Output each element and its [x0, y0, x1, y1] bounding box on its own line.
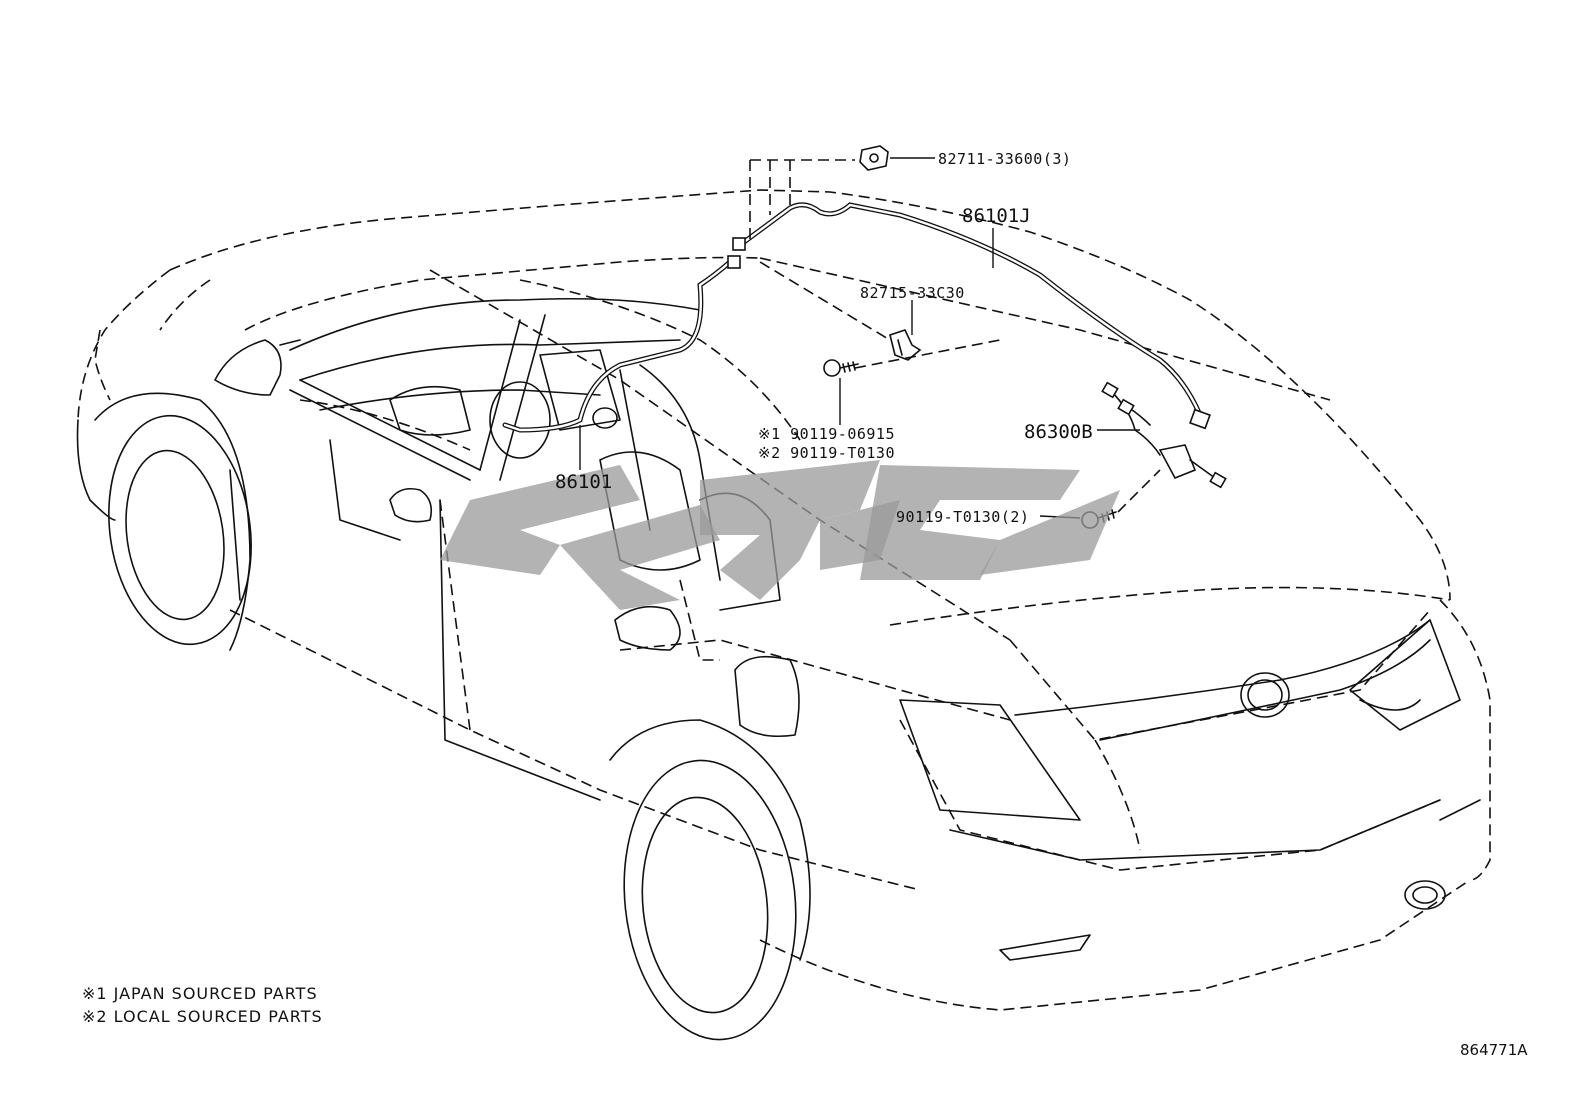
legend-note-japan: ※1 JAPAN SOURCED PARTS	[82, 984, 318, 1003]
clamp-82711-icon	[859, 145, 889, 171]
label-clamp-82711: 82711-33600(3)	[938, 150, 1071, 168]
diagram-code: 864771A	[1460, 1041, 1528, 1059]
label-screw-japan: ※1 90119-06915	[758, 425, 895, 443]
label-antenna-cable-roof: 86101J	[962, 205, 1031, 227]
label-clamp-82715: 82715-33C30	[860, 284, 965, 302]
label-antenna-cable-front: 86101	[555, 471, 612, 493]
connection-leaders	[749, 159, 1161, 513]
label-amplifier: 86300B	[1024, 421, 1093, 443]
screw-90119-icon	[823, 359, 859, 377]
label-leaders	[579, 157, 1140, 519]
antenna-cable-front	[502, 237, 746, 433]
label-screw-amp: 90119-T0130(2)	[896, 508, 1029, 526]
legend-note-local: ※2 LOCAL SOURCED PARTS	[82, 1007, 323, 1026]
watermark-logo	[440, 460, 1120, 610]
amplifier-assembly	[1101, 381, 1227, 489]
car-details	[76, 297, 1481, 1041]
clamp-82715-icon	[889, 329, 922, 361]
antenna-cable-roof	[737, 202, 1211, 430]
label-screw-local: ※2 90119-T0130	[758, 444, 895, 462]
car-outline	[77, 189, 1491, 1011]
